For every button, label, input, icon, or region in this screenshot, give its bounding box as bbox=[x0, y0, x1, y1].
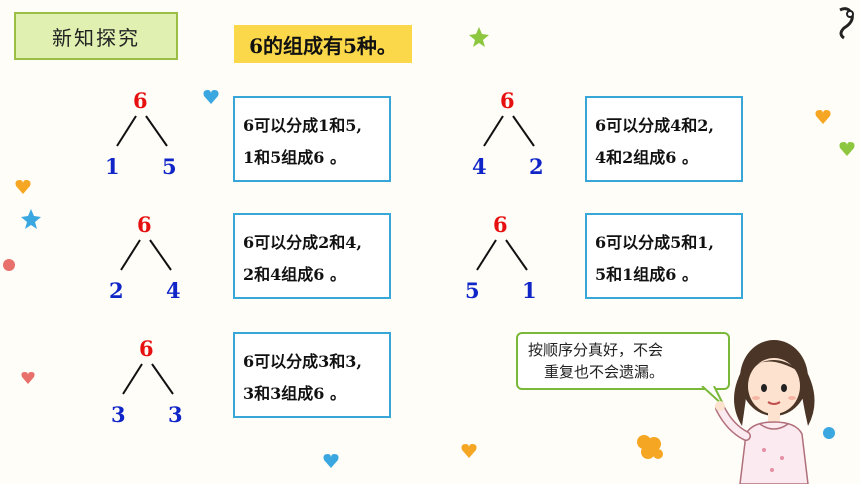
whole-number: 6 bbox=[139, 336, 154, 361]
card-line-2: 2和4组成6 。 bbox=[243, 265, 346, 284]
right-part: 4 bbox=[166, 278, 181, 303]
whole-number: 6 bbox=[493, 212, 508, 237]
composition-card: 6可以分成3和3, 3和3组成6 。 bbox=[233, 332, 391, 418]
right-part: 2 bbox=[529, 154, 544, 179]
card-line-1: 6可以分成5和1, bbox=[595, 233, 714, 252]
heart-icon bbox=[815, 110, 831, 124]
left-part: 5 bbox=[465, 278, 480, 303]
card-line-2: 4和2组成6 。 bbox=[595, 148, 698, 167]
number-bond-tree: 6 3 3 bbox=[106, 336, 190, 428]
left-part: 2 bbox=[109, 278, 124, 303]
heart-icon bbox=[839, 142, 855, 156]
tree-branches bbox=[483, 115, 535, 147]
heart-icon bbox=[203, 90, 219, 104]
star-icon bbox=[469, 27, 489, 47]
card-line-1: 6可以分成1和5, bbox=[243, 116, 362, 135]
speech-line-2: 重复也不会遗漏。 bbox=[544, 363, 665, 381]
whole-number: 6 bbox=[133, 88, 148, 113]
tree-branches bbox=[120, 239, 172, 271]
music-note-icon bbox=[839, 7, 854, 40]
composition-card: 6可以分成2和4, 2和4组成6 。 bbox=[233, 213, 391, 299]
number-bond-tree: 6 4 2 bbox=[467, 88, 551, 180]
star-icon bbox=[21, 209, 41, 229]
heart-icon bbox=[323, 454, 339, 468]
left-part: 3 bbox=[111, 402, 126, 427]
right-part: 3 bbox=[168, 402, 183, 427]
number-bond-tree: 6 1 5 bbox=[100, 88, 184, 180]
composition-card: 6可以分成1和5, 1和5组成6 。 bbox=[233, 96, 391, 182]
right-part: 5 bbox=[162, 154, 177, 179]
speech-bubble: 按顺序分真好，不会 重复也不会遗漏。 bbox=[516, 332, 730, 390]
right-part: 1 bbox=[522, 278, 537, 303]
tree-branches bbox=[122, 363, 174, 395]
whole-number: 6 bbox=[500, 88, 515, 113]
card-line-2: 5和1组成6 。 bbox=[595, 265, 698, 284]
heart-icon bbox=[21, 372, 35, 384]
number-bond-tree: 6 5 1 bbox=[460, 212, 544, 304]
tree-branches bbox=[476, 239, 528, 271]
composition-card: 6可以分成5和1, 5和1组成6 。 bbox=[585, 213, 743, 299]
composition-card: 6可以分成4和2, 4和2组成6 。 bbox=[585, 96, 743, 182]
girl-illustration bbox=[715, 340, 815, 484]
card-line-2: 1和5组成6 。 bbox=[243, 148, 346, 167]
number-bond-tree: 6 2 4 bbox=[104, 212, 188, 304]
section-tag: 新知探究 bbox=[14, 12, 178, 60]
dot-icon bbox=[823, 427, 835, 439]
heart-icon bbox=[15, 180, 31, 194]
card-line-1: 6可以分成4和2, bbox=[595, 116, 714, 135]
card-line-2: 3和3组成6 。 bbox=[243, 384, 346, 403]
speech-line-1: 按顺序分真好，不会 bbox=[528, 341, 664, 359]
flower-icon bbox=[637, 435, 663, 459]
whole-number: 6 bbox=[137, 212, 152, 237]
tree-branches bbox=[116, 115, 168, 147]
left-part: 1 bbox=[105, 154, 120, 179]
dot-icon bbox=[3, 259, 15, 271]
summary-banner: 6的组成有5种。 bbox=[234, 25, 412, 63]
heart-icon bbox=[461, 444, 477, 458]
left-part: 4 bbox=[472, 154, 487, 179]
card-line-1: 6可以分成3和3, bbox=[243, 352, 362, 371]
card-line-1: 6可以分成2和4, bbox=[243, 233, 362, 252]
